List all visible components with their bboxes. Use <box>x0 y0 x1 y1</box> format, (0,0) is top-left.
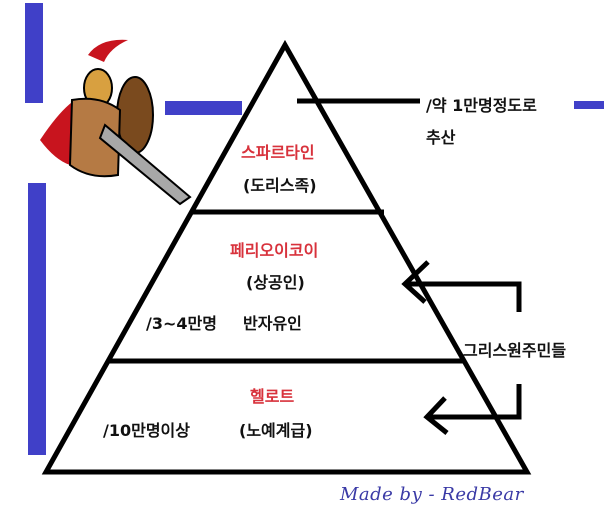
tier-bottom-subtitle: (노예계급) <box>239 421 313 440</box>
blue-bar-left <box>28 183 46 455</box>
blue-bar-right <box>574 101 604 109</box>
tier-middle-status: 반자유인 <box>243 314 302 333</box>
tier-top-note-line1: /약 1만명정도로 <box>426 96 537 115</box>
tier-bottom-title: 헬로트 <box>250 387 295 406</box>
spartan-warrior-icon <box>40 39 192 206</box>
tier-middle-count: /3~4만명 <box>146 314 217 333</box>
tier-top-subtitle: (도리스족) <box>243 176 317 195</box>
tier-bottom-count: /10만명이상 <box>103 421 190 440</box>
blue-bar-top-left <box>25 3 43 103</box>
tier-top-title: 스파르타인 <box>241 143 315 162</box>
tier-middle-title: 페리오이코이 <box>230 241 319 260</box>
tier-top-note-line2: 추산 <box>426 128 456 147</box>
tier-middle-subtitle: (상공인) <box>246 273 305 292</box>
blue-bar-horizontal <box>165 101 242 115</box>
signature: Made by - RedBear <box>340 484 524 505</box>
side-label: 그리스원주민들 <box>463 341 567 360</box>
